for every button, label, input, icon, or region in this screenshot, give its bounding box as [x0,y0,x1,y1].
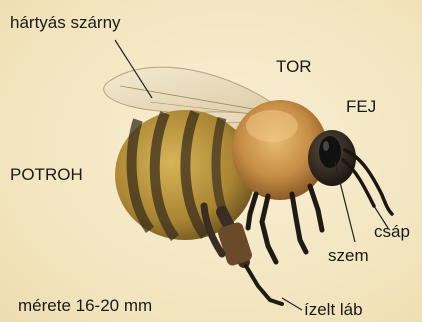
leg-leader [282,298,302,310]
head-body [308,130,356,186]
compound-eye [319,136,341,168]
abdomen-label: POTROH [10,166,83,183]
size-label: mérete 16-20 mm [18,297,152,314]
eye-label: szem [328,247,369,264]
wing-label: hártyás szárny [10,14,121,31]
thorax-label: TOR [276,58,312,75]
antenna-label: csáp [374,223,410,240]
abdomen-body [115,110,255,240]
head-label: FEJ [346,98,376,115]
leg-label: ízelt láb [304,301,363,318]
